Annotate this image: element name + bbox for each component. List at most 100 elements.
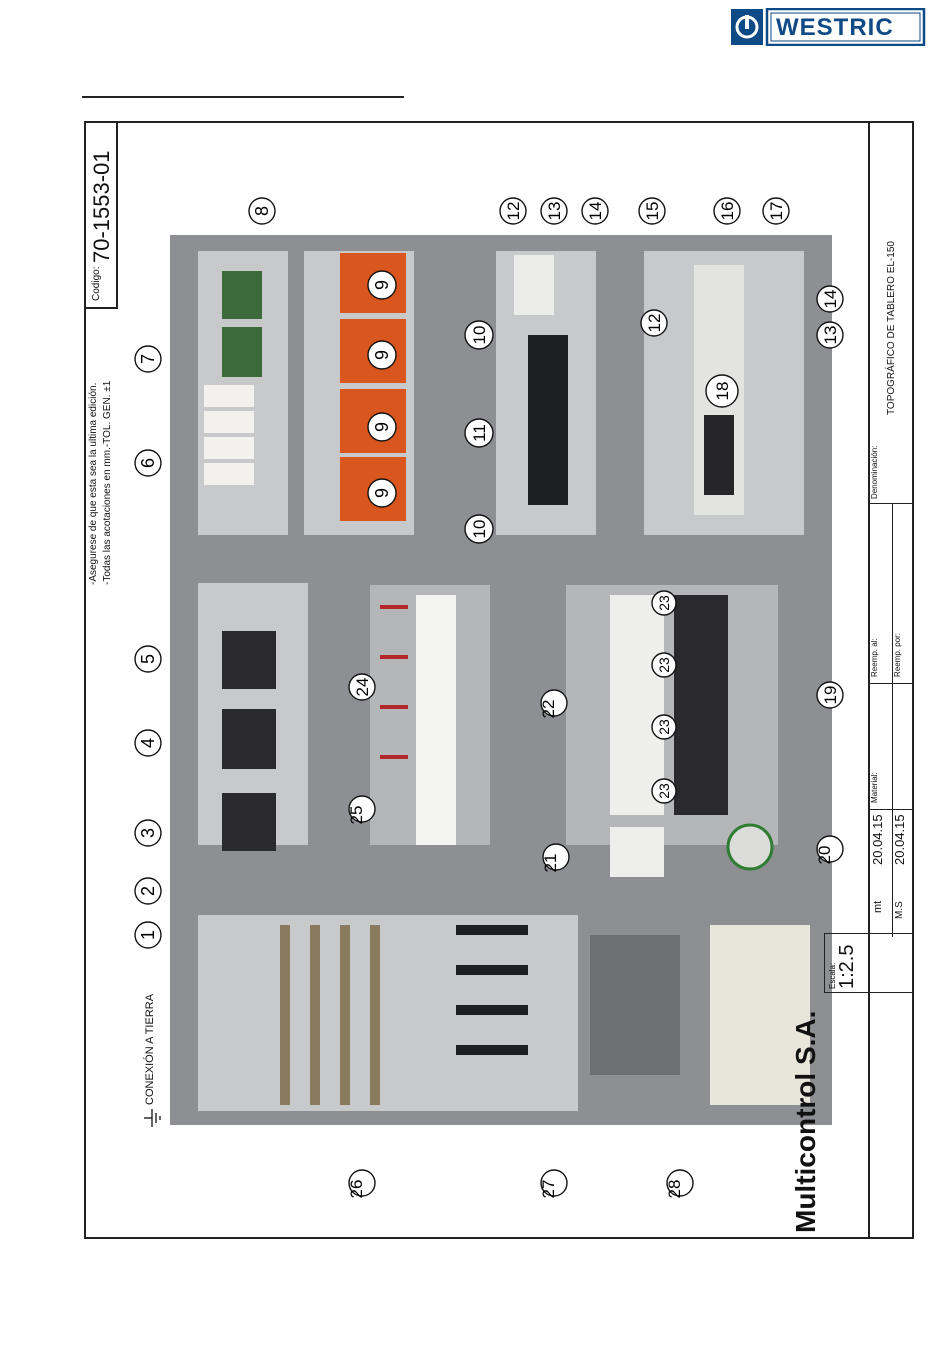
header-rule (82, 96, 404, 98)
svg-text:18: 18 (713, 382, 732, 401)
breakers (416, 595, 456, 845)
svg-text:23: 23 (656, 719, 672, 735)
svg-text:10: 10 (470, 520, 489, 539)
svg-text:9: 9 (372, 280, 392, 290)
svg-text:19: 19 (821, 686, 840, 705)
svg-text:25: 25 (347, 806, 366, 825)
callout-12a: 12 (499, 197, 527, 225)
svg-text:9: 9 (372, 350, 392, 360)
svg-text:5: 5 (138, 654, 158, 664)
callout-2: 2 (134, 877, 162, 905)
svg-text:26: 26 (347, 1180, 366, 1199)
callout-8: 8 (248, 197, 276, 225)
callout-9c: 9 (367, 412, 397, 442)
callout-5: 5 (134, 645, 162, 673)
brand-name: WESTRIC (776, 14, 894, 41)
earth-icon (144, 1109, 161, 1127)
callout-21: 21 (541, 843, 570, 873)
westric-logo-mark (731, 7, 926, 47)
svg-text:4: 4 (138, 738, 158, 748)
callout-17: 17 (762, 197, 790, 225)
svg-text:17: 17 (767, 202, 786, 221)
westric-logo: WESTRIC (730, 7, 926, 47)
callout-15: 15 (638, 197, 666, 225)
svg-text:22: 22 (539, 700, 558, 719)
main-switch-28 (590, 935, 680, 1075)
svg-text:13: 13 (821, 326, 840, 345)
callout-18: 18 (705, 374, 739, 408)
callout-9d: 9 (367, 478, 397, 508)
svg-text:20: 20 (815, 846, 834, 865)
date-2: 20.04.15 (892, 814, 907, 865)
svg-text:16: 16 (718, 202, 737, 221)
board-8 (222, 271, 262, 319)
company-name: Multicontrol S.A. (790, 1010, 821, 1233)
callout-20: 20 (815, 835, 844, 865)
callout-7: 7 (134, 345, 162, 373)
callout-22: 22 (539, 689, 568, 719)
svg-text:10: 10 (470, 326, 489, 345)
callout-13a: 13 (540, 197, 568, 225)
callout-28: 28 (665, 1169, 694, 1199)
svg-text:9: 9 (372, 488, 392, 498)
svg-text:23: 23 (656, 595, 672, 611)
svg-text:27: 27 (539, 1180, 558, 1199)
callout-19: 19 (816, 681, 844, 709)
callout-12b: 12 (640, 309, 668, 337)
contactors (610, 595, 728, 877)
svg-text:24: 24 (353, 678, 372, 697)
callout-6: 6 (134, 449, 162, 477)
svg-text:8: 8 (252, 206, 272, 216)
svg-text:2: 2 (138, 886, 158, 896)
escala-value: 1:2.5 (836, 944, 858, 989)
busbars (280, 925, 380, 1105)
callout-24: 24 (348, 673, 376, 701)
callout-23c: 23 (651, 714, 677, 740)
drawn-by: mt (872, 900, 884, 913)
callouts: 1 2 3 4 5 6 7 8 9 9 9 9 10 10 11 12 12 1… (134, 197, 844, 1199)
callout-9b: 9 (367, 340, 397, 370)
timer-20 (726, 823, 774, 871)
svg-text:12: 12 (504, 202, 523, 221)
callout-10b: 10 (464, 514, 494, 544)
callout-11: 11 (464, 418, 494, 448)
svg-text:7: 7 (138, 354, 158, 364)
svg-text:15: 15 (643, 202, 662, 221)
line-filters (222, 631, 276, 851)
capacitor-bank (204, 385, 254, 485)
svg-text:12: 12 (645, 314, 664, 333)
callout-16: 16 (713, 197, 741, 225)
svg-text:14: 14 (821, 290, 840, 309)
callout-14a: 14 (581, 197, 609, 225)
contactor-rail (566, 585, 778, 845)
callout-26: 26 (347, 1169, 376, 1199)
svg-text:1: 1 (138, 930, 158, 940)
power-cables (456, 925, 528, 1055)
callout-23d: 23 (651, 778, 677, 804)
callout-27: 27 (539, 1169, 568, 1199)
material-label: Material: (870, 772, 879, 803)
drawing-sheet: Codigo: 70-1553-01 -Asegurese de que est… (84, 121, 914, 1239)
reemp-por-label: Reemp. por: (893, 632, 902, 677)
svg-text:9: 9 (372, 422, 392, 432)
date-1: 20.04.15 (870, 814, 885, 865)
callout-25: 25 (347, 795, 376, 825)
callout-10a: 10 (464, 320, 494, 350)
callout-4: 4 (134, 729, 162, 757)
svg-text:21: 21 (541, 854, 560, 873)
denominacion-label: Denominación: (870, 445, 879, 499)
earth-connection-label: CONEXIÓN A TIERRA (144, 993, 156, 1105)
code-box: Codigo: 70-1553-01 (86, 123, 118, 309)
svg-text:13: 13 (545, 202, 564, 221)
callout-9a: 9 (367, 270, 397, 300)
drive-modules (528, 335, 568, 505)
svg-text:6: 6 (138, 458, 158, 468)
checked-by: M.S (894, 901, 905, 919)
callout-13b: 13 (816, 321, 844, 349)
svg-text:11: 11 (470, 424, 489, 442)
callout-1: 1 (134, 921, 162, 949)
svg-text:14: 14 (586, 202, 605, 221)
callout-14b: 14 (816, 285, 844, 313)
denominacion-value: TOPOGRÁFICO DE TABLERO EL-150 (886, 241, 897, 415)
svg-text:28: 28 (665, 1180, 684, 1199)
